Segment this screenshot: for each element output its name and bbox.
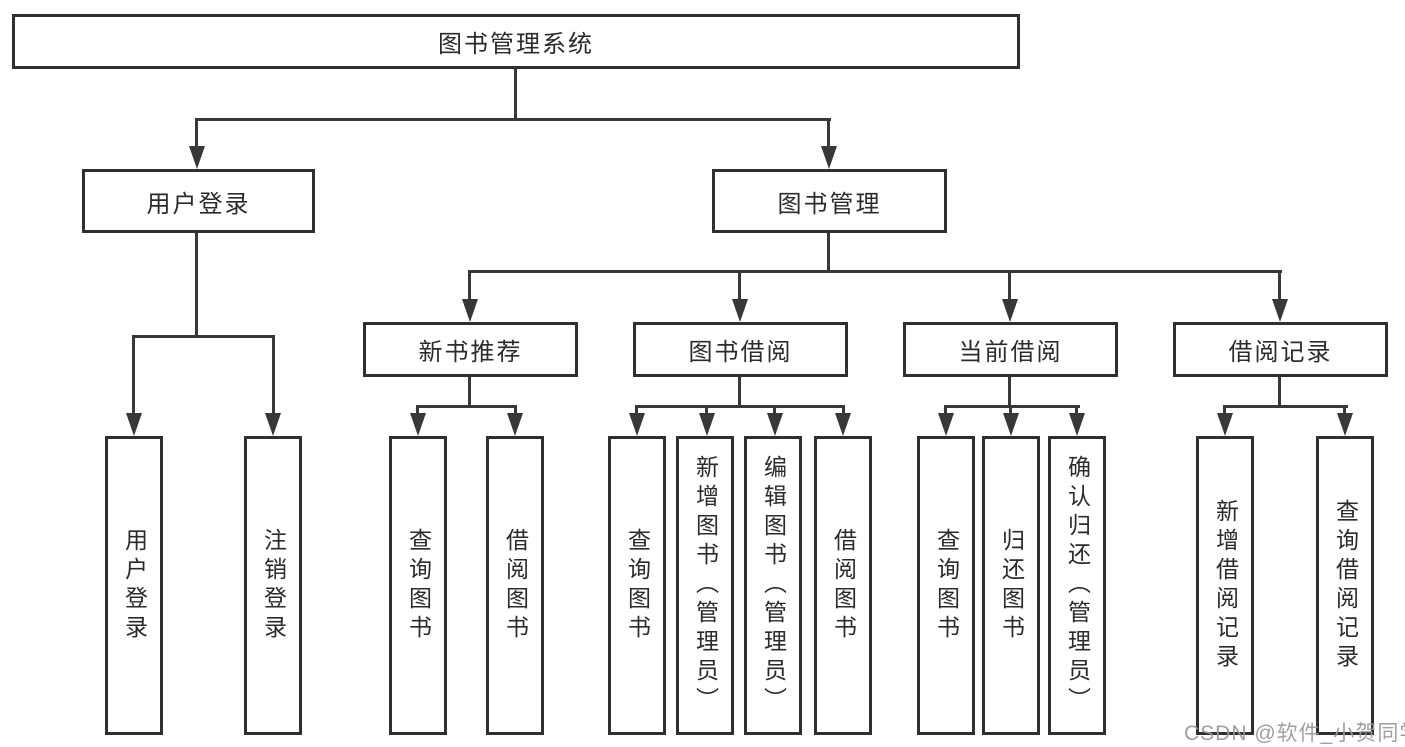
leaf-label: 查询借阅记录	[1332, 498, 1359, 673]
connector-leaf-stub	[132, 335, 135, 417]
connector-hline	[416, 405, 517, 408]
leaf-logout: 注销登录	[244, 436, 302, 735]
arrow-down-icon	[1337, 413, 1353, 436]
connector-level3-stub	[468, 270, 471, 303]
arrow-down-icon	[265, 413, 281, 436]
leaf-add-borrow-record: 新增借阅记录	[1196, 436, 1254, 735]
leaf-label: 确认归还（管理员）	[1064, 455, 1091, 716]
arrow-down-icon	[821, 146, 837, 169]
arrow-down-icon	[767, 413, 783, 436]
node-new-book-recommend: 新书推荐	[363, 322, 578, 377]
connector-stem	[468, 377, 471, 408]
connector-leaf-stub	[416, 405, 419, 417]
connector-leaf-stub	[705, 405, 708, 417]
arrow-down-icon	[629, 413, 645, 436]
connector-leaf-stub	[635, 405, 638, 417]
connector-hline	[1223, 405, 1348, 408]
connector-level3-hline	[468, 270, 1282, 273]
node-label: 图书管理	[777, 190, 882, 218]
connector-book-mgmt-stem	[827, 233, 830, 273]
connector-user-login-stub	[195, 118, 198, 149]
leaf-label: 查询图书	[405, 527, 432, 644]
node-user-login: 用户登录	[82, 169, 315, 233]
leaf-borrow-books-recommend: 借阅图书	[486, 436, 544, 735]
connector-leaf-stub	[1223, 405, 1226, 417]
arrow-down-icon	[507, 413, 523, 436]
connector-leaf-stub	[1075, 405, 1078, 417]
arrow-down-icon	[1272, 299, 1288, 322]
leaf-label: 新增借阅记录	[1212, 498, 1239, 673]
leaf-edit-books-admin: 编辑图书（管理员）	[744, 436, 802, 735]
leaf-add-books-admin: 新增图书（管理员）	[676, 436, 734, 735]
node-book-management: 图书管理	[712, 169, 947, 233]
connector-stem	[738, 377, 741, 408]
leaf-label: 用户登录	[121, 527, 148, 644]
node-borrow-record: 借阅记录	[1173, 322, 1388, 377]
leaf-borrow-books: 借阅图书	[814, 436, 872, 735]
leaf-label: 借阅图书	[830, 527, 857, 644]
arrow-down-icon	[1003, 413, 1019, 436]
node-book-borrow: 图书借阅	[633, 322, 848, 377]
connector-user-login-hline	[132, 335, 275, 338]
arrow-down-icon	[126, 413, 142, 436]
leaf-query-books-current: 查询图书	[917, 436, 975, 735]
connector-level3-stub	[1278, 270, 1281, 303]
connector-leaf-stub	[773, 405, 776, 417]
node-label: 图书借阅	[688, 339, 793, 366]
leaf-query-books-recommend: 查询图书	[389, 436, 447, 735]
leaf-confirm-return-admin: 确认归还（管理员）	[1048, 436, 1106, 735]
leaf-user-login: 用户登录	[105, 436, 163, 735]
connector-book-mgmt-stub	[827, 118, 830, 149]
connector-leaf-stub	[944, 405, 947, 417]
connector-root-stem	[514, 69, 517, 121]
leaf-label: 归还图书	[998, 527, 1025, 644]
leaf-query-borrow-record: 查询借阅记录	[1316, 436, 1374, 735]
leaf-label: 注销登录	[260, 527, 287, 644]
node-root: 图书管理系统	[12, 14, 1020, 69]
node-label: 用户登录	[146, 190, 251, 218]
arrow-down-icon	[462, 299, 478, 322]
connector-level3-stub	[738, 270, 741, 303]
connector-leaf-stub	[514, 405, 517, 417]
leaf-label: 借阅图书	[502, 527, 529, 644]
connector-hline	[635, 405, 845, 408]
arrow-down-icon	[1217, 413, 1233, 436]
leaf-label: 查询图书	[933, 527, 960, 644]
connector-leaf-stub	[842, 405, 845, 417]
connector-level3-stub	[1008, 270, 1011, 303]
connector-hline	[944, 405, 1080, 408]
arrow-down-icon	[189, 146, 205, 169]
arrow-down-icon	[835, 413, 851, 436]
arrow-down-icon	[938, 413, 954, 436]
arrow-down-icon	[1002, 299, 1018, 322]
arrow-down-icon	[732, 299, 748, 322]
leaf-label: 编辑图书（管理员）	[760, 455, 787, 716]
arrow-down-icon	[1069, 413, 1085, 436]
connector-leaf-stub	[1343, 405, 1346, 417]
connector-stem	[1008, 377, 1011, 408]
connector-leaf-stub	[272, 335, 275, 417]
node-label: 新书推荐	[418, 339, 523, 366]
node-current-borrow: 当前借阅	[903, 322, 1118, 377]
arrow-down-icon	[699, 413, 715, 436]
csdn-watermark: CSDN @软件_小贺同学	[1184, 722, 1405, 745]
leaf-label: 查询图书	[624, 527, 651, 644]
arrow-down-icon	[410, 413, 426, 436]
leaf-return-books: 归还图书	[982, 436, 1040, 735]
node-label: 借阅记录	[1228, 339, 1333, 366]
connector-user-login-stem	[195, 233, 198, 338]
connector-leaf-stub	[1009, 405, 1012, 417]
connector-level2-hline	[195, 118, 831, 121]
node-label: 当前借阅	[958, 339, 1063, 366]
connector-stem	[1278, 377, 1281, 408]
leaf-query-books-borrow: 查询图书	[608, 436, 666, 735]
node-root-label: 图书管理系统	[438, 31, 594, 58]
leaf-label: 新增图书（管理员）	[692, 455, 719, 716]
